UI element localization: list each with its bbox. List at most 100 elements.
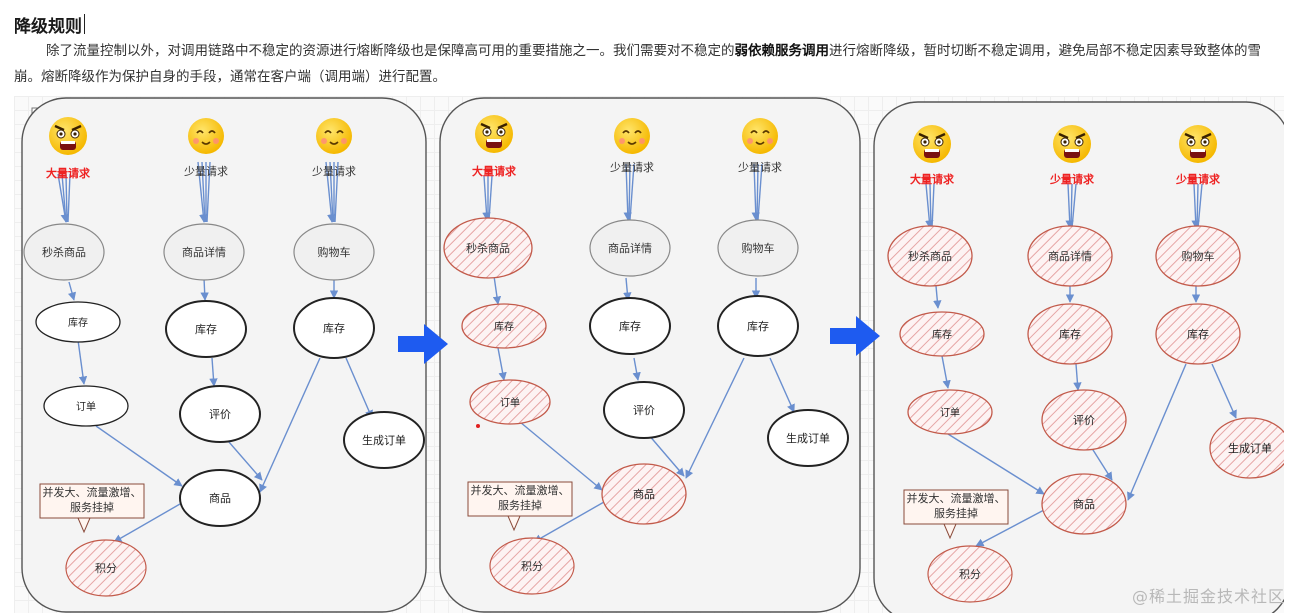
node-label: 库存 — [195, 322, 217, 336]
node-label: 生成订单 — [1228, 441, 1272, 455]
node-label: 库存 — [747, 319, 769, 333]
request-label: 少量请求 — [610, 161, 654, 174]
service-node-create-order — [343, 411, 425, 469]
node-label: 库存 — [68, 316, 88, 329]
node-label: 库存 — [494, 320, 514, 333]
service-node-cart — [293, 223, 375, 281]
node-label: 生成订单 — [362, 433, 406, 447]
request-label: 少量请求 — [312, 165, 356, 178]
panel-1-edges — [57, 161, 373, 543]
angry-face-icon — [911, 123, 953, 165]
service-node-detail — [589, 219, 671, 277]
node-label: 购物车 — [318, 245, 351, 259]
service-node-order — [43, 385, 129, 427]
service-node-detail — [1027, 225, 1113, 287]
request-label: 大量请求 — [910, 172, 955, 186]
node-label: 积分 — [95, 562, 117, 575]
node-label: 库存 — [932, 328, 952, 341]
article-heading: 降级规则 — [14, 17, 82, 37]
node-label: 商品详情 — [608, 241, 652, 255]
node-label: 商品 — [1073, 497, 1095, 511]
node-label: 库存 — [619, 319, 641, 333]
node-label: 库存 — [1059, 327, 1081, 341]
panel-2-edges — [482, 163, 795, 543]
node-label: 商品 — [633, 487, 655, 501]
service-node-stock — [35, 301, 121, 343]
service-node-seckill — [443, 217, 533, 279]
service-node-points — [489, 537, 575, 595]
service-node-create-order — [1209, 417, 1284, 479]
panel-3-edges — [925, 183, 1237, 547]
request-label: 大量请求 — [46, 166, 91, 180]
service-node-seckill — [887, 225, 973, 287]
circuit-breaker-diagram: 大量请求 少量请求 少量请求 秒杀商品 商品详情 购物车 库存 库存 库存 订单… — [21, 97, 1284, 613]
node-label: 商品详情 — [1048, 249, 1092, 263]
request-label: 少量请求 — [184, 165, 228, 178]
node-label: 库存 — [323, 321, 345, 335]
service-node-stock — [293, 297, 375, 359]
node-label: 订单 — [500, 397, 520, 409]
node-label: 评价 — [1073, 414, 1095, 427]
request-label: 大量请求 — [472, 164, 517, 178]
service-node-product — [601, 463, 687, 525]
paragraph-text-1: 除了流量控制以外，对调用链路中不稳定的资源进行熔断降级也是保障高可用的重要措施之… — [46, 43, 735, 59]
service-node-stock — [165, 300, 247, 358]
failure-note-text: 并发大、流量激增、服务挂掉 — [42, 486, 142, 514]
node-label: 评价 — [209, 408, 231, 421]
node-label: 商品 — [209, 491, 231, 505]
service-node-stock — [1027, 303, 1113, 365]
service-node-review — [1041, 389, 1127, 451]
service-node-cart — [717, 219, 799, 277]
service-node-detail — [163, 223, 245, 281]
diagram-canvas: 大量请求 少量请求 少量请求 秒杀商品 商品详情 购物车 库存 库存 库存 订单… — [14, 96, 1284, 613]
service-node-points — [65, 539, 147, 597]
node-label: 积分 — [959, 568, 981, 581]
smiling-face-icon — [741, 117, 779, 155]
node-label: 订单 — [76, 401, 96, 413]
failure-note-text: 并发大、流量激增、服务挂掉 — [906, 492, 1006, 520]
service-node-seckill — [23, 223, 105, 281]
angry-face-icon — [1177, 123, 1219, 165]
service-node-stock — [589, 297, 671, 355]
node-label: 评价 — [633, 404, 655, 417]
node-label: 购物车 — [1182, 249, 1215, 263]
service-node-stock — [1155, 303, 1241, 365]
transition-arrow-1 — [398, 324, 448, 364]
service-node-product — [1041, 473, 1127, 535]
smiling-face-icon — [613, 117, 651, 155]
request-label: 少量请求 — [1049, 172, 1095, 186]
node-label: 库存 — [1187, 327, 1209, 341]
service-node-order — [469, 379, 551, 425]
panel-1-nodes: 大量请求 少量请求 少量请求 秒杀商品 商品详情 购物车 库存 库存 库存 订单… — [23, 115, 425, 597]
transition-arrow-2 — [830, 316, 880, 356]
panel-2-nodes: 大量请求 少量请求 少量请求 秒杀商品 商品详情 购物车 库存 库存 库存 订单… — [443, 113, 849, 595]
service-node-stock — [899, 311, 985, 357]
node-label: 商品详情 — [182, 245, 226, 259]
failure-note — [467, 481, 573, 517]
node-label: 订单 — [940, 407, 960, 419]
node-label: 积分 — [521, 560, 543, 573]
node-label: 秒杀商品 — [42, 245, 86, 259]
smiling-face-icon — [187, 117, 225, 155]
node-label: 秒杀商品 — [466, 241, 510, 255]
failure-note — [39, 483, 145, 519]
service-node-product — [179, 469, 261, 527]
service-node-review — [179, 385, 261, 443]
smiling-face-icon — [315, 117, 353, 155]
marker-dot — [476, 424, 480, 428]
service-node-points — [927, 545, 1013, 603]
node-label: 秒杀商品 — [908, 249, 952, 263]
paragraph-text-2: 进行熔断降级，暂时切断不稳定调用，避免局部不稳定因素导致整体的雪崩。熔断降级作为… — [14, 43, 1261, 85]
service-node-order — [907, 389, 993, 435]
node-label: 购物车 — [742, 241, 775, 255]
site-watermark: @稀土掘金技术社区 — [1131, 587, 1285, 606]
angry-face-icon — [1051, 123, 1093, 165]
angry-face-icon — [473, 113, 515, 155]
paragraph-bold-text: 弱依赖服务调用 — [734, 43, 830, 59]
angry-face-icon — [47, 115, 89, 157]
text-cursor — [84, 14, 85, 34]
failure-note-text: 并发大、流量激增、服务挂掉 — [470, 484, 570, 512]
service-node-stock — [717, 295, 799, 357]
service-node-review — [603, 381, 685, 439]
node-label: 生成订单 — [786, 431, 830, 445]
